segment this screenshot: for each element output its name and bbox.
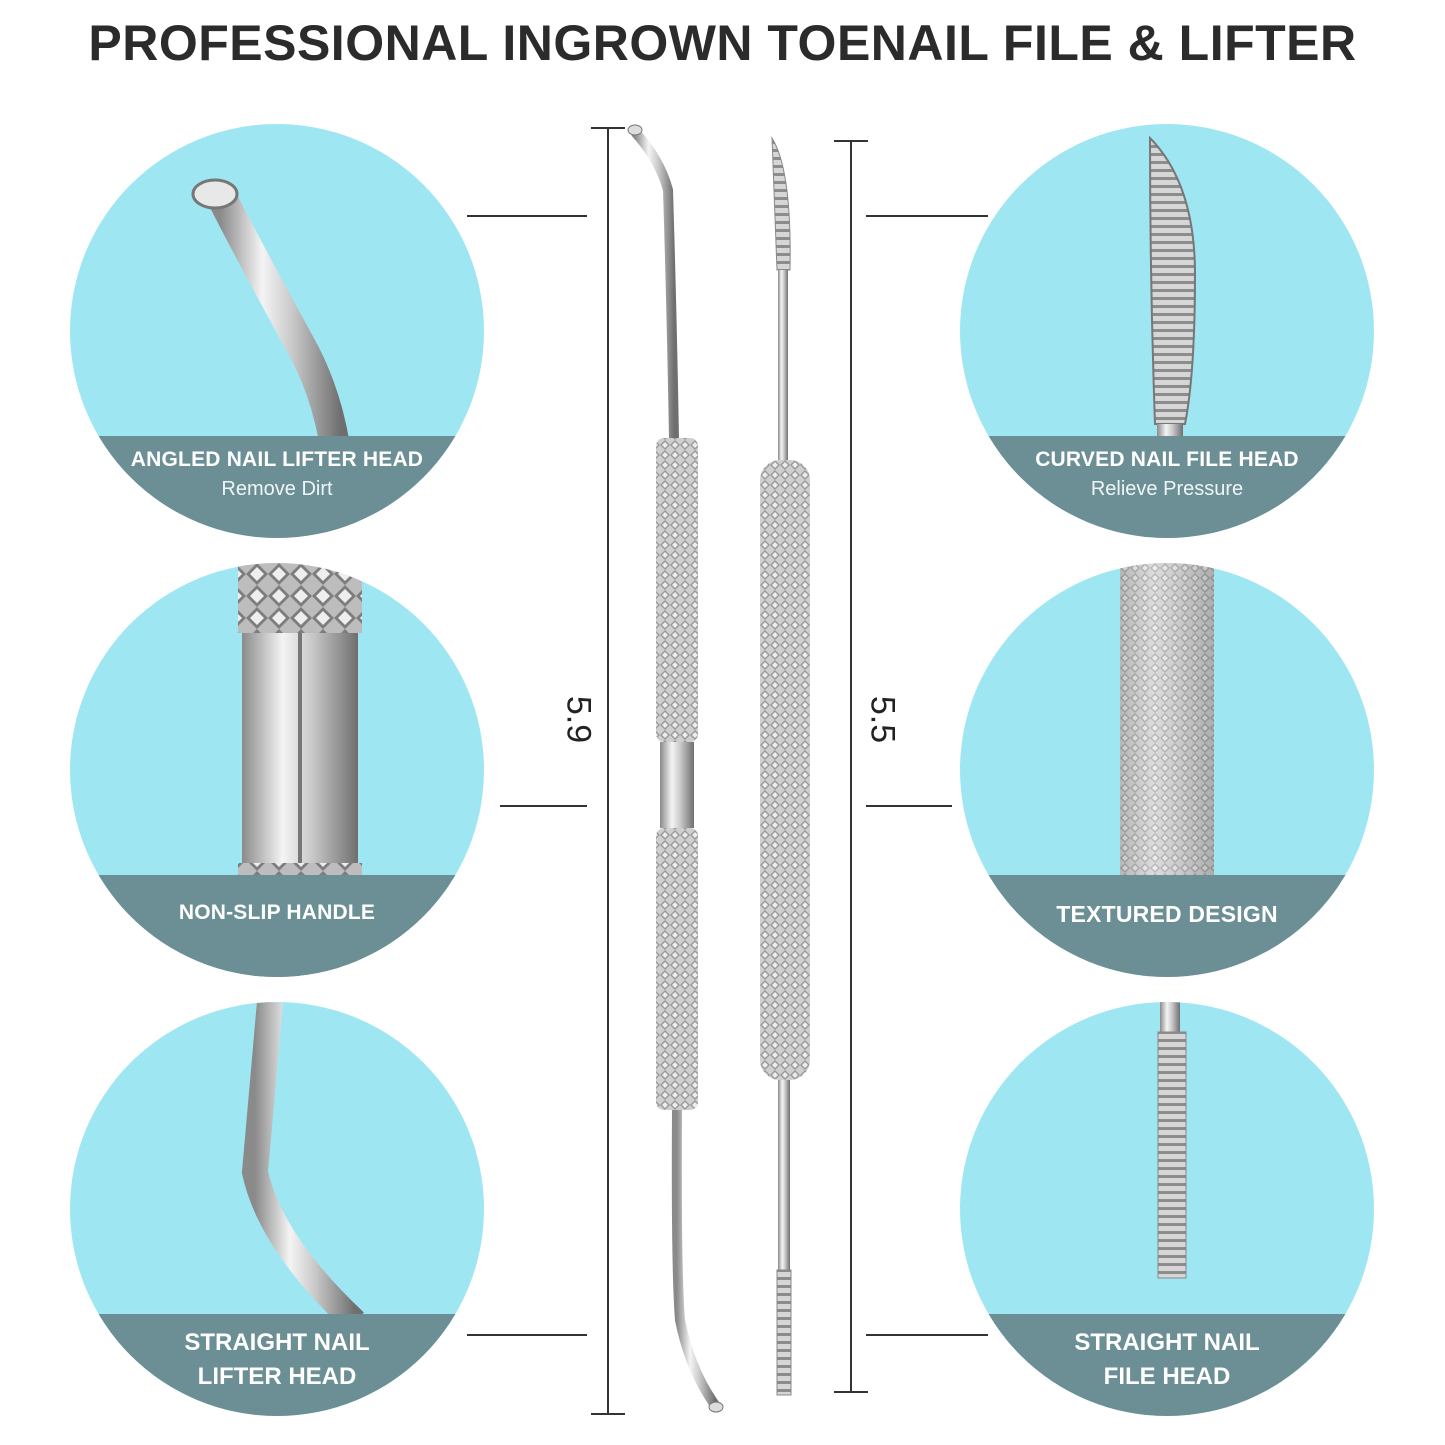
- dimension-tick: [591, 127, 625, 129]
- tools-image: [627, 124, 810, 1413]
- callout-line: [467, 215, 587, 217]
- callout-line: [500, 805, 587, 807]
- feature-non-slip-handle: NON-SLIP HANDLE: [70, 563, 484, 977]
- feature-textured-design: TEXTURED DESIGN: [960, 563, 1374, 977]
- angled-lifter-caption: ANGLED NAIL LIFTER HEAD Remove Dirt: [70, 436, 484, 538]
- page-title: PROFESSIONAL INGROWN TOENAIL FILE & LIFT…: [88, 15, 1357, 71]
- feature-straight-file: STRAIGHT NAIL FILE HEAD: [960, 1002, 1374, 1416]
- angled-lifter-heading: ANGLED NAIL LIFTER HEAD: [130, 448, 424, 471]
- straight-lifter-heading-2: LIFTER HEAD: [197, 1363, 357, 1390]
- callout-line: [866, 215, 988, 217]
- angled-lifter-sub: Remove Dirt: [221, 478, 333, 500]
- dimension-tick: [834, 140, 868, 142]
- feature-straight-lifter: STRAIGHT NAIL LIFTER HEAD: [70, 1002, 484, 1416]
- dimension-file-label: 5.5: [863, 695, 902, 744]
- feature-curved-file: CURVED NAIL FILE HEAD Relieve Pressure: [960, 124, 1374, 538]
- non-slip-caption: NON-SLIP HANDLE: [70, 875, 484, 977]
- straight-file-heading-1: STRAIGHT NAIL: [1074, 1329, 1260, 1356]
- textured-caption: TEXTURED DESIGN: [960, 875, 1374, 977]
- non-slip-heading: NON-SLIP HANDLE: [178, 901, 376, 924]
- straight-lifter-caption: STRAIGHT NAIL LIFTER HEAD: [70, 1314, 484, 1416]
- dimension-line-lifter: [607, 128, 609, 1415]
- feature-angled-lifter: ANGLED NAIL LIFTER HEAD Remove Dirt: [70, 124, 484, 538]
- curved-file-caption: CURVED NAIL FILE HEAD Relieve Pressure: [960, 436, 1374, 538]
- callout-line: [866, 805, 952, 807]
- nail-lifter-tool: [627, 124, 724, 1413]
- callout-line: [866, 1334, 988, 1336]
- straight-file-heading-2: FILE HEAD: [1103, 1363, 1231, 1390]
- nail-file-tool: [760, 136, 810, 1396]
- dimension-lifter-label: 5.9: [559, 695, 598, 744]
- straight-file-caption: STRAIGHT NAIL FILE HEAD: [960, 1314, 1374, 1416]
- curved-file-sub: Relieve Pressure: [1090, 478, 1244, 500]
- straight-file-head-image: [1157, 1002, 1187, 1279]
- straight-lifter-heading-1: STRAIGHT NAIL: [184, 1329, 370, 1356]
- dimension-line-file: [850, 140, 852, 1392]
- callout-line: [467, 1334, 587, 1336]
- dimension-tick: [834, 1391, 868, 1393]
- curved-file-heading: CURVED NAIL FILE HEAD: [1035, 448, 1299, 471]
- dimension-tick: [591, 1413, 625, 1415]
- textured-heading: TEXTURED DESIGN: [1056, 901, 1278, 927]
